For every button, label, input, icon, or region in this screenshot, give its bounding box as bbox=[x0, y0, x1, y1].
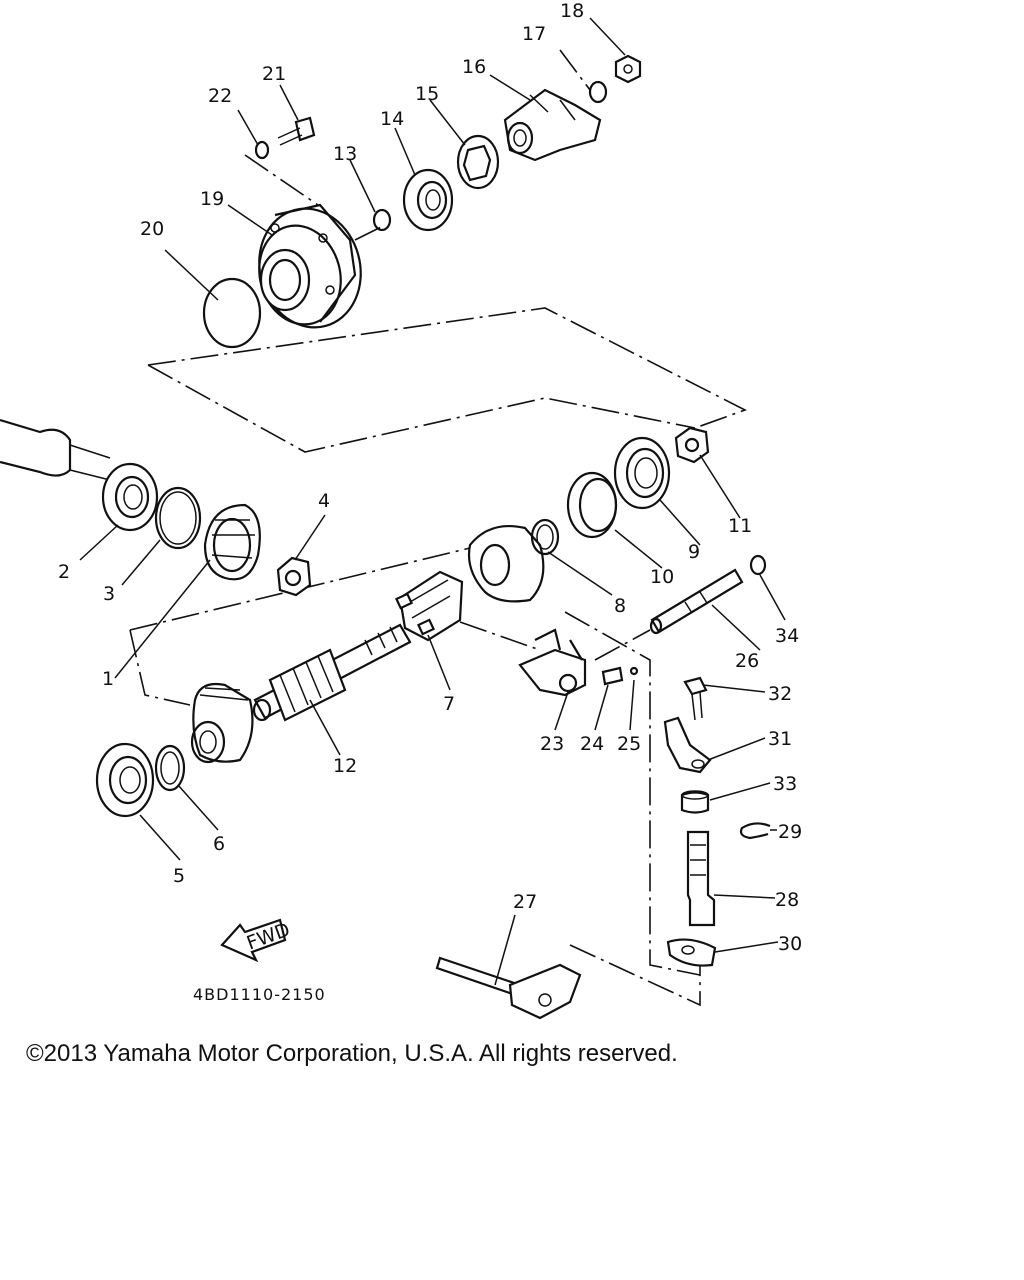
part-label-33: 33 bbox=[773, 773, 797, 795]
part-label-5: 5 bbox=[173, 865, 185, 887]
part-21-bolt bbox=[277, 116, 316, 146]
part-6-washer bbox=[154, 744, 186, 792]
part-2-bearing bbox=[0, 418, 159, 532]
part-label-24: 24 bbox=[580, 733, 604, 755]
part-17-washer bbox=[588, 80, 608, 104]
part-34-o-ring bbox=[749, 554, 767, 576]
part-1-pinion-gear bbox=[190, 682, 254, 764]
copyright-notice: ©2013 Yamaha Motor Corporation, U.S.A. A… bbox=[26, 1040, 678, 1067]
part-29-circlip bbox=[739, 822, 771, 840]
part-23-shift-fork bbox=[518, 628, 587, 697]
part-label-18: 18 bbox=[560, 0, 584, 22]
fwd-label: FWD bbox=[244, 919, 293, 955]
fwd-arrow-icon: FWD bbox=[220, 918, 293, 963]
part-16-yoke bbox=[503, 88, 602, 162]
part-label-16: 16 bbox=[462, 56, 486, 78]
part-31-arm bbox=[663, 716, 712, 774]
part-11-nut bbox=[674, 426, 710, 464]
part-label-9: 9 bbox=[688, 541, 700, 563]
leader-lines bbox=[79, 17, 786, 986]
part-label-11: 11 bbox=[728, 515, 752, 537]
part-8-gear-and-washer bbox=[467, 518, 560, 603]
part-label-13: 13 bbox=[333, 143, 357, 165]
part-26-shift-shaft bbox=[649, 568, 744, 635]
part-label-3: 3 bbox=[103, 583, 115, 605]
part-label-25: 25 bbox=[617, 733, 641, 755]
part-label-19: 19 bbox=[200, 188, 224, 210]
part-22-washer bbox=[254, 140, 270, 160]
part-label-4: 4 bbox=[318, 490, 330, 512]
part-label-1: 1 bbox=[102, 668, 114, 690]
part-labels: 1 2 3 4 5 6 7 8 9 10 11 12 13 14 15 16 1… bbox=[58, 0, 802, 955]
part-4-nut bbox=[276, 556, 312, 597]
part-19-housing bbox=[258, 203, 362, 329]
diagram-code: 4BD1110-2150 bbox=[193, 985, 326, 1004]
assembly-line-shift bbox=[564, 611, 701, 976]
part-label-23: 23 bbox=[540, 733, 564, 755]
part-label-27: 27 bbox=[513, 891, 537, 913]
part-1-ring-gear bbox=[203, 503, 261, 581]
part-33-collar bbox=[680, 790, 710, 814]
assembly-line-13 bbox=[354, 224, 386, 241]
assembly-line-right bbox=[594, 629, 651, 661]
part-label-15: 15 bbox=[415, 83, 439, 105]
part-label-7: 7 bbox=[443, 693, 455, 715]
assembly-line-shaft bbox=[129, 629, 191, 706]
assembly-line-lever bbox=[569, 944, 701, 1007]
assembly-line-upper-left bbox=[147, 364, 696, 453]
part-10-collar bbox=[566, 471, 618, 539]
part-label-22: 22 bbox=[208, 85, 232, 107]
part-7-clutch-dog bbox=[394, 570, 464, 642]
part-label-6: 6 bbox=[213, 833, 225, 855]
part-label-10: 10 bbox=[650, 566, 674, 588]
part-label-32: 32 bbox=[768, 683, 792, 705]
part-label-29: 29 bbox=[778, 821, 802, 843]
part-3-o-ring bbox=[154, 486, 202, 550]
part-18-nut bbox=[614, 54, 642, 84]
part-5-bearing bbox=[95, 742, 155, 818]
part-28-shaft bbox=[686, 830, 716, 927]
part-9-oil-seal bbox=[613, 436, 671, 510]
part-label-17: 17 bbox=[522, 23, 546, 45]
part-label-21: 21 bbox=[262, 63, 286, 85]
part-24-pin bbox=[601, 666, 624, 686]
part-label-12: 12 bbox=[333, 755, 357, 777]
assembly-line-17 bbox=[559, 49, 591, 91]
part-15-oil-seal bbox=[456, 134, 500, 190]
part-13-circlip bbox=[372, 208, 392, 232]
assembly-line-bolt-22 bbox=[244, 154, 319, 206]
part-12-shaft bbox=[252, 623, 412, 722]
assembly-line-fork bbox=[459, 621, 541, 651]
part-25-ball bbox=[629, 666, 639, 676]
part-label-28: 28 bbox=[775, 889, 799, 911]
part-label-8: 8 bbox=[614, 595, 626, 617]
diagram-canvas: FWD 1 2 bbox=[0, 0, 802, 1020]
part-label-31: 31 bbox=[768, 728, 792, 750]
part-label-14: 14 bbox=[380, 108, 404, 130]
part-20-gasket bbox=[202, 277, 262, 349]
part-label-30: 30 bbox=[778, 933, 802, 955]
part-label-20: 20 bbox=[140, 218, 164, 240]
part-32-bolt bbox=[683, 676, 708, 721]
part-14-bearing bbox=[402, 168, 454, 232]
assembly-line-upper bbox=[147, 307, 748, 429]
part-label-2: 2 bbox=[58, 561, 70, 583]
part-27-lever bbox=[435, 956, 582, 1020]
part-label-34: 34 bbox=[775, 625, 799, 647]
part-label-26: 26 bbox=[735, 650, 759, 672]
part-30-arm bbox=[666, 938, 717, 967]
